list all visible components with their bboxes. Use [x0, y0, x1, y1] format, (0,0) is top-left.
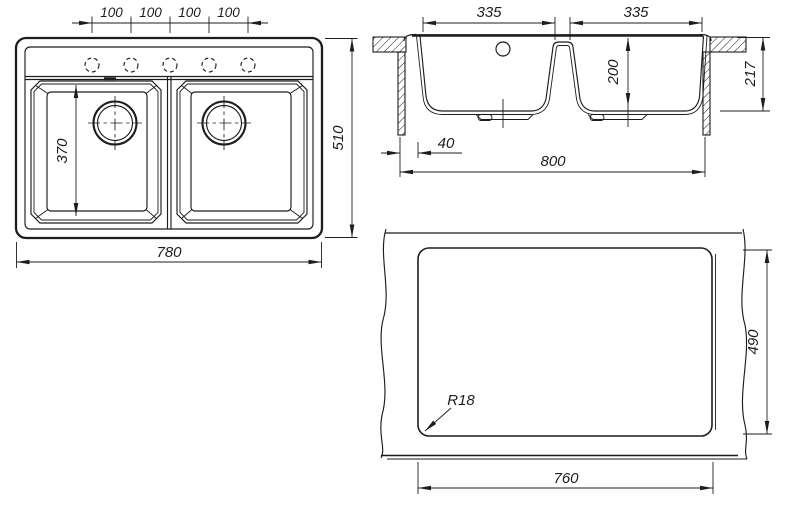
- dim-bowl-width-right: 335: [569, 4, 703, 40]
- overflow-slot: [104, 77, 116, 81]
- dim-overall-width: 780: [16, 242, 322, 268]
- faucet-hole: [84, 57, 100, 73]
- dim-label-overall-depth: 510: [330, 125, 347, 151]
- drain-boss-right: [589, 114, 605, 121]
- dim-label-corner-radius: R18: [447, 392, 475, 409]
- bowl-right: [176, 80, 308, 224]
- top-view: 100 100 100 100 370 780 510: [14, 5, 358, 268]
- drain-recess-right: [587, 114, 648, 120]
- countertop-right: [709, 36, 747, 53]
- dim-label-bowl-depth: 200: [605, 59, 622, 86]
- drain-right: [197, 96, 251, 150]
- sink-rim-inner: [24, 46, 314, 230]
- dim-overall-height: 217: [720, 37, 770, 112]
- cutout-view: R18 760 490: [380, 228, 772, 494]
- dim-label-hole-spacing-3: 100: [178, 5, 201, 20]
- faucet-hole: [162, 57, 178, 73]
- cut-edge-right: [702, 51, 711, 136]
- dim-cutout-depth: 490: [743, 249, 772, 435]
- dim-label-overall-width: 780: [156, 244, 182, 261]
- dim-label-section-overall-width: 800: [540, 153, 566, 170]
- dim-label-overall-height: 217: [742, 61, 759, 88]
- dim-label-cutout-depth: 490: [745, 329, 762, 355]
- overflow-hole: [495, 41, 511, 57]
- countertop-left: [372, 36, 407, 53]
- faucet-hole: [240, 57, 256, 73]
- bowl-cavity-profile: [419, 35, 705, 112]
- dim-label-bowl-length: 370: [54, 138, 71, 164]
- dim-edge-offset: 40: [381, 135, 462, 158]
- dim-corner-radius: R18: [423, 392, 475, 433]
- dim-cutout-width: 760: [417, 462, 714, 494]
- dim-label-bowl-width-left: 335: [476, 4, 502, 21]
- drain-boss-left: [477, 114, 493, 121]
- dim-bowl-length: 370: [54, 85, 79, 216]
- dim-label-bowl-width-right: 335: [623, 4, 649, 21]
- dim-label-edge-offset: 40: [438, 135, 455, 152]
- dim-label-cutout-width: 760: [553, 470, 579, 487]
- faucet-holes: [84, 57, 256, 73]
- dim-label-hole-spacing-4: 100: [217, 5, 240, 20]
- faucet-hole: [123, 57, 139, 73]
- drain-left: [88, 96, 142, 150]
- cutout-outline: [417, 247, 713, 437]
- dim-section-overall-width: 800: [399, 137, 706, 177]
- bowl-divider: [166, 77, 172, 229]
- counter-break-edge-left: [380, 228, 387, 459]
- section-view: 335 335 200 217: [372, 4, 770, 177]
- dim-hole-spacing: 100 100 100 100: [72, 5, 268, 33]
- dim-overall-depth: 510: [325, 38, 358, 238]
- dim-bowl-depth: 200: [605, 38, 631, 127]
- sink-outline: [14, 36, 324, 240]
- dim-bowl-width-left: 335: [422, 4, 556, 40]
- dim-label-hole-spacing-2: 100: [139, 5, 162, 20]
- bowl-left: [30, 80, 162, 224]
- drain-recess-left: [475, 114, 534, 120]
- cut-edge-left: [397, 51, 406, 136]
- counter-break-edge-right: [741, 228, 748, 460]
- bowl-shell-profile: [416, 35, 708, 115]
- faucet-hole: [201, 57, 217, 73]
- dim-label-hole-spacing-1: 100: [100, 5, 123, 20]
